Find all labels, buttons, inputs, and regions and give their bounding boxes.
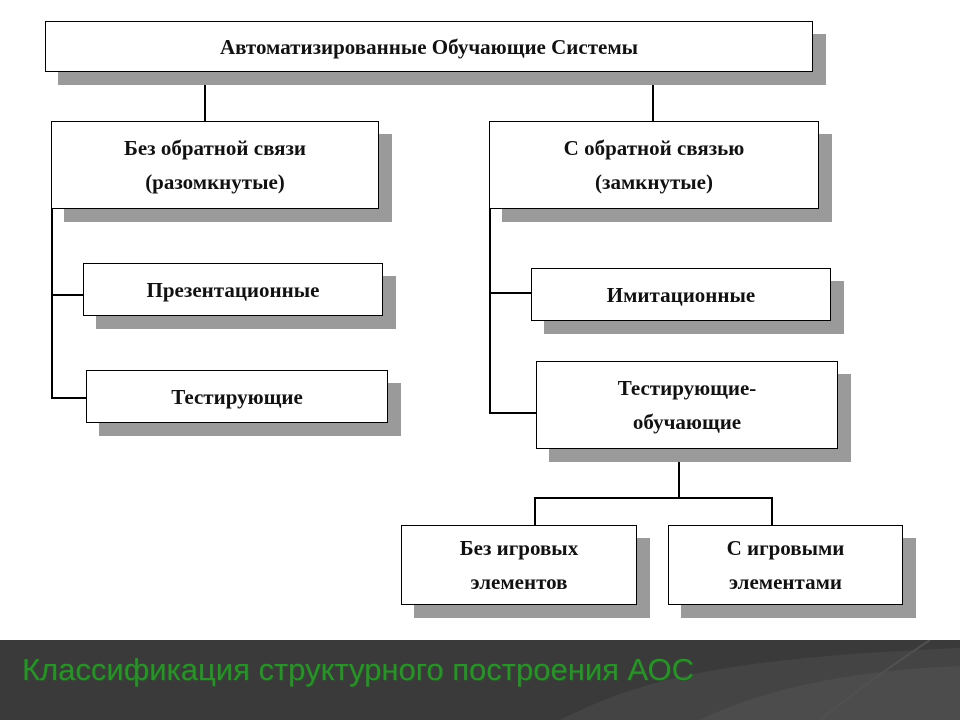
classification-diagram: Автоматизированные Обучающие Системы Без… xyxy=(45,21,903,605)
connector-right-trunk xyxy=(489,208,491,413)
connector-left-child-1 xyxy=(51,294,83,296)
node-simulation: Имитационные xyxy=(531,268,831,321)
connector-sub-left xyxy=(534,497,536,525)
node-testing-training: Тестирующие- обучающие xyxy=(536,361,838,449)
connector-sub-bar xyxy=(534,497,772,499)
node-with-feedback: С обратной связью (замкнутые) xyxy=(489,121,819,209)
connector-root-right xyxy=(652,72,654,122)
node-without-feedback: Без обратной связи (разомкнутые) xyxy=(51,121,379,209)
connector-sub-trunk xyxy=(678,448,680,498)
node-testing: Тестирующие xyxy=(86,370,388,423)
connector-root-left xyxy=(204,72,206,122)
connector-left-child-2 xyxy=(51,397,86,399)
footer-band xyxy=(0,640,960,720)
connector-left-trunk xyxy=(51,208,53,398)
connector-right-child-2 xyxy=(489,412,536,414)
node-with-game-elements: С игровыми элементами xyxy=(668,525,903,605)
footer-decoration xyxy=(560,640,960,720)
node-presentational: Презентационные xyxy=(83,263,383,316)
node-without-game-elements: Без игровых элементов xyxy=(401,525,637,605)
connector-right-child-1 xyxy=(489,292,531,294)
connector-sub-right xyxy=(771,497,773,525)
root-node: Автоматизированные Обучающие Системы xyxy=(45,21,813,72)
slide-title: Классификация структурного построения АО… xyxy=(22,652,695,687)
